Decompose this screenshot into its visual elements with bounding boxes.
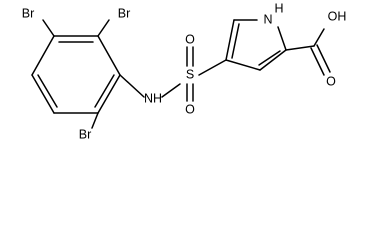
- chemical-structure-diagram: Br Br Br NH S O O H N OH O: [22, 1, 347, 141]
- oxygen-label-bottom: O: [185, 102, 195, 116]
- bond: [97, 35, 121, 76]
- double-bond-inner: [258, 50, 281, 66]
- bond: [225, 59, 261, 71]
- bond-to-br-top-right: [97, 19, 110, 37]
- bromine-label-top-right: Br: [118, 6, 131, 20]
- bond: [97, 74, 121, 114]
- bond-ring-to-nh: [119, 74, 145, 98]
- bond-c-to-oh: [313, 28, 325, 47]
- sulfonamide-nh-label: NH: [144, 91, 162, 105]
- pyrrole-h-label: H: [274, 1, 283, 15]
- double-bond-inner: [94, 74, 115, 108]
- bond: [225, 19, 235, 61]
- sulfur-label: S: [186, 67, 194, 81]
- bond-nh-to-s: [161, 83, 181, 98]
- c-o-double-bond-a: [310, 47, 325, 76]
- bromine-label-top-left: Br: [22, 6, 35, 20]
- benzene-ring: [31, 35, 121, 114]
- bond: [31, 35, 55, 76]
- c-o-double-bond-b: [316, 44, 331, 73]
- bond: [259, 49, 287, 71]
- pyrrole-ring: [225, 19, 287, 71]
- oxygen-label-top: O: [185, 32, 195, 46]
- double-bond-inner: [37, 74, 58, 108]
- bond: [277, 26, 287, 51]
- hydroxyl-label: OH: [328, 9, 347, 23]
- bond-to-br-bottom: [91, 112, 99, 129]
- bond: [31, 74, 55, 114]
- bond-pyrrole-to-carboxyl: [285, 45, 315, 51]
- bond-s-to-pyrrole: [198, 59, 227, 76]
- molecule-drawing: Br Br Br NH S O O H N OH O: [22, 1, 347, 141]
- pyrrole-n-label: N: [263, 12, 272, 26]
- double-bond-inner: [231, 23, 240, 59]
- bond-to-br-top-left: [42, 19, 55, 37]
- bromine-label-bottom: Br: [79, 127, 92, 141]
- carbonyl-oxygen-label: O: [326, 74, 336, 88]
